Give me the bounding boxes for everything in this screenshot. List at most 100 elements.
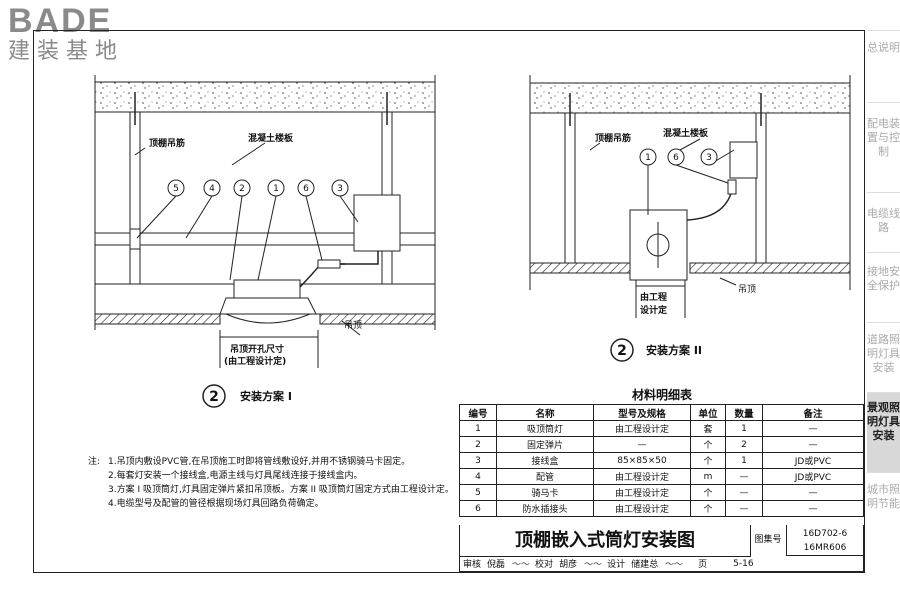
- note-item: 1.吊顶内敷设PVC管,在吊顶施工时即将管线敷设好,并用不锈钢骑马卡固定。: [108, 457, 411, 467]
- label-design-1: 由工程: [640, 291, 667, 303]
- label-opening-1: 吊顶开孔尺寸: [230, 343, 284, 355]
- scheme-1-drawing: [94, 75, 436, 408]
- junction-box-1: [353, 194, 401, 252]
- ceiling-board-1b: [319, 313, 436, 325]
- callout-5: 5: [173, 184, 179, 194]
- callout-2-3: 3: [706, 153, 712, 163]
- waterproof-connector-1: [317, 259, 341, 269]
- cell: 1: [725, 452, 763, 469]
- cell: 骑马卡: [496, 484, 594, 501]
- cell: —: [762, 436, 864, 453]
- col-header: 备注: [762, 404, 864, 421]
- cell: 由工程设计定: [593, 468, 691, 485]
- cell: 个: [690, 452, 726, 469]
- reviewer-name: 倪磊: [487, 560, 506, 570]
- callout-circles-1: [167, 179, 349, 197]
- signature-row: 审核 倪磊 ～～ 校对 胡彦 ～～ 设计 储建总 ～～ 页 5-16: [460, 556, 863, 571]
- scheme-1-number: 2: [209, 389, 219, 405]
- designer-signature: ～～: [664, 560, 683, 570]
- callout-2-6: 6: [673, 153, 679, 163]
- col-header: 数量: [725, 404, 763, 421]
- label-hanger-2: 顶棚吊筋: [595, 132, 631, 144]
- notes: 注:1.吊顶内敷设PVC管,在吊顶施工时即将管线敷设好,并用不锈钢骑马卡固定。 …: [88, 455, 458, 511]
- cell: 4: [459, 468, 497, 485]
- scheme-2-label: 安装方案 II: [646, 343, 702, 357]
- atlas-number-2: 16MR606: [803, 543, 847, 553]
- concrete-slab-1: [94, 81, 436, 113]
- notes-prefix: 注:: [88, 457, 101, 467]
- cell: 1: [459, 420, 497, 437]
- callout-2-1: 1: [645, 153, 651, 163]
- ceiling-hanger-left: [129, 111, 141, 285]
- table-header-row: 编号 名称 型号及规格 单位 数量 备注: [459, 404, 864, 421]
- callout-2: 2: [239, 184, 245, 194]
- col-header: 编号: [459, 404, 497, 421]
- atlas-number: 16D702-6 16MR606: [786, 525, 863, 556]
- sidebar-item-landscape-lighting[interactable]: 景观照明灯具安装: [867, 392, 900, 472]
- page-label: 页: [698, 560, 708, 570]
- cell: 由工程设计定: [593, 420, 691, 437]
- sidebar-item-energy-saving[interactable]: 城市照明节能: [867, 472, 900, 542]
- cell: —: [593, 436, 691, 453]
- atlas-label: 图集号: [754, 535, 782, 545]
- reviewer-signature: ～～: [511, 560, 530, 570]
- cell: 固定弹片: [496, 436, 594, 453]
- col-header: 名称: [496, 404, 594, 421]
- scheme-2-drawing: [529, 75, 851, 362]
- label-ceiling-2: 吊顶: [738, 284, 756, 295]
- callout-6: 6: [303, 184, 309, 194]
- checker-name: 胡彦: [559, 560, 578, 570]
- atlas-number-1: 16D702-6: [802, 529, 848, 539]
- note-item: 2.每套灯安装一个接线盒,电源主线与灯具尾线连接于接线盒内。: [108, 471, 363, 481]
- cell: 1: [725, 420, 763, 437]
- cell: 防水插接头: [496, 500, 594, 517]
- cell: —: [762, 484, 864, 501]
- callout-1: 1: [273, 184, 279, 194]
- cell: 由工程设计定: [593, 500, 691, 517]
- label-opening-2: (由工程设计定): [224, 355, 286, 367]
- sidebar-item-road-lighting[interactable]: 道路照明灯具安装: [867, 322, 900, 392]
- note-item: 4.电缆型号及配管的管径根据现场灯具回路负荷确定。: [108, 499, 324, 509]
- col-header: 型号及规格: [593, 404, 691, 421]
- label-ceiling-1: 吊顶: [344, 320, 362, 331]
- cell: 套: [690, 420, 726, 437]
- design-label: 设计: [607, 560, 626, 570]
- sidebar-item-cable[interactable]: 电缆线路: [867, 192, 900, 252]
- scheme-2-number: 2: [617, 343, 627, 359]
- col-header: 单位: [690, 404, 726, 421]
- drawing-frame: [33, 30, 865, 573]
- scheme-1-label: 安装方案 I: [240, 389, 292, 403]
- callout-4: 4: [209, 184, 215, 194]
- cell: —: [725, 484, 763, 501]
- logo-subtitle: 建装基地: [8, 39, 125, 64]
- cell: JD或PVC: [762, 468, 864, 485]
- label-slab-2: 混凝土楼板: [663, 127, 709, 139]
- label-design-2: 设计定: [640, 304, 668, 316]
- concrete-slab-2: [529, 82, 851, 114]
- title-block: 顶棚嵌入式筒灯安装图 图集号 16D702-6 16MR606 审核 倪磊 ～～…: [459, 525, 864, 572]
- sidebar-item-grounding[interactable]: 接地安全保护: [867, 252, 900, 322]
- cell: 配管: [496, 468, 594, 485]
- cell: —: [762, 500, 864, 517]
- sidebar-item-distribution[interactable]: 配电装置与控制: [867, 102, 900, 192]
- callout-3: 3: [337, 184, 343, 194]
- cell: 吸顶筒灯: [496, 420, 594, 437]
- cell: 85×85×50: [593, 452, 691, 469]
- label-hanger-1: 顶棚吊筋: [149, 137, 185, 149]
- checker-signature: ～～: [583, 560, 602, 570]
- label-slab-1: 混凝土楼板: [248, 132, 294, 144]
- ceiling-board-2b: [689, 262, 851, 274]
- drawing-title: 顶棚嵌入式筒灯安装图: [460, 525, 751, 557]
- cell: 2: [459, 436, 497, 453]
- cell: —: [725, 500, 763, 517]
- cell: —: [762, 420, 864, 437]
- cell: 个: [690, 436, 726, 453]
- review-label: 审核: [463, 560, 482, 570]
- sidebar-item-general[interactable]: 总说明: [867, 30, 900, 102]
